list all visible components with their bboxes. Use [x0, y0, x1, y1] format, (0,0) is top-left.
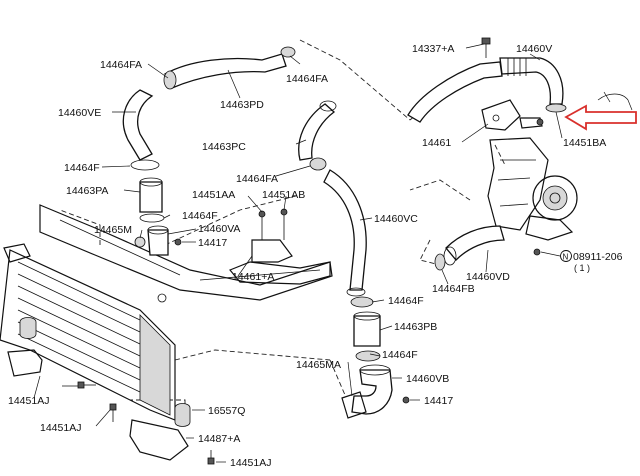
label-14464fa-mid: 14464FA — [236, 173, 278, 185]
label-14463pb: 14463PB — [394, 321, 437, 333]
sensor-14465ma-icon — [341, 391, 367, 419]
clamp-14464fa-left-icon — [163, 70, 177, 90]
label-14451ab: 14451AB — [262, 189, 305, 201]
label-14464f-mid-lower: 14464F — [382, 349, 418, 361]
pipe-14460vc — [323, 169, 367, 297]
label-14451aj-1: 14451AJ — [8, 395, 49, 407]
label-14464fb: 14464FB — [432, 283, 475, 295]
hook-sketch — [597, 91, 633, 111]
hose-14463pc — [298, 100, 337, 171]
hose-14463pb — [350, 296, 381, 362]
label-14460vd: 14460VD — [466, 271, 510, 283]
label-14417-lower: 14417 — [424, 395, 453, 407]
label-14460vb: 14460VB — [406, 373, 449, 385]
label-14465m: 14465M — [94, 224, 132, 236]
mount-rubber-left-icon — [19, 317, 37, 339]
hose-14460ve — [122, 46, 296, 256]
label-14460ve: 14460VE — [58, 107, 101, 119]
sensor-14465m-icon — [134, 236, 146, 248]
cross-member — [39, 204, 333, 303]
clamp-14464f-upper-icon — [350, 296, 374, 308]
label-14464fa-right: 14464FA — [286, 73, 328, 85]
bolts-14451aj — [77, 381, 215, 465]
label-14461a: 14461+A — [232, 271, 274, 283]
label-14463pd: 14463PD — [220, 99, 264, 111]
label-14460va: 14460VA — [198, 223, 240, 235]
intercooler-assembly — [0, 243, 191, 461]
label-14464f-upper: 14464F — [64, 162, 100, 174]
nut-08911-206-icon — [533, 248, 541, 256]
label-14460v: 14460V — [516, 43, 552, 55]
label-14451ba: 14451BA — [563, 137, 606, 149]
label-14464fa-left: 14464FA — [100, 59, 142, 71]
label-14464f-mid-upper: 14464F — [388, 295, 424, 307]
bracket-14461 — [481, 99, 544, 131]
label-14451aa: 14451AA — [192, 189, 235, 201]
label-14461: 14461 — [422, 137, 451, 149]
label-14417-upper: 14417 — [198, 237, 227, 249]
label-14464f-left: 14464F — [182, 210, 218, 222]
clamp-14464fa-mid-icon — [309, 157, 327, 171]
label-16557q: 16557Q — [208, 405, 245, 417]
label-14337a: 14337+A — [412, 43, 454, 55]
label-14451aj-3: 14451AJ — [230, 457, 271, 469]
label-n-symbol: N — [563, 253, 569, 262]
clamp-14464f-icon — [130, 159, 160, 171]
label-14487a: 14487+A — [198, 433, 240, 445]
hose-14460v — [407, 37, 567, 123]
pipe-14460vb — [341, 364, 410, 419]
label-14451aj-2: 14451AJ — [40, 422, 81, 434]
mount-rubber-right-icon — [174, 403, 191, 427]
part-labels: 14464FA 14464FA 14460VE 14463PD 14337+A … — [8, 43, 623, 469]
clamp-14464fa-right-icon — [280, 46, 296, 58]
nut-14417-icon — [174, 238, 182, 246]
n-symbol-icon — [560, 250, 572, 262]
clamp-14464fb-icon — [434, 253, 446, 271]
hose-14463pa — [139, 181, 163, 213]
label-14463pa: 14463PA — [66, 185, 108, 197]
clamp-14451ba-icon — [545, 103, 567, 113]
turbocharger — [487, 137, 578, 256]
label-08911-206: 08911-206 — [573, 251, 623, 263]
highlight-arrow-icon — [564, 104, 637, 131]
clamp-14464f-lower-icon — [355, 350, 381, 362]
hose-14463pd — [164, 53, 287, 89]
label-14465ma: 14465MA — [296, 359, 341, 371]
nut-14417-lower-icon — [402, 396, 410, 404]
pipe-14460va — [147, 229, 169, 256]
leader-lines — [33, 43, 563, 463]
label-08911-qty: ( 1 ) — [574, 263, 590, 273]
bolt-14451aa-icon — [258, 210, 266, 218]
pipe-14460vd — [434, 225, 505, 271]
label-14460vc: 14460VC — [374, 213, 418, 225]
label-14463pc: 14463PC — [202, 141, 246, 153]
